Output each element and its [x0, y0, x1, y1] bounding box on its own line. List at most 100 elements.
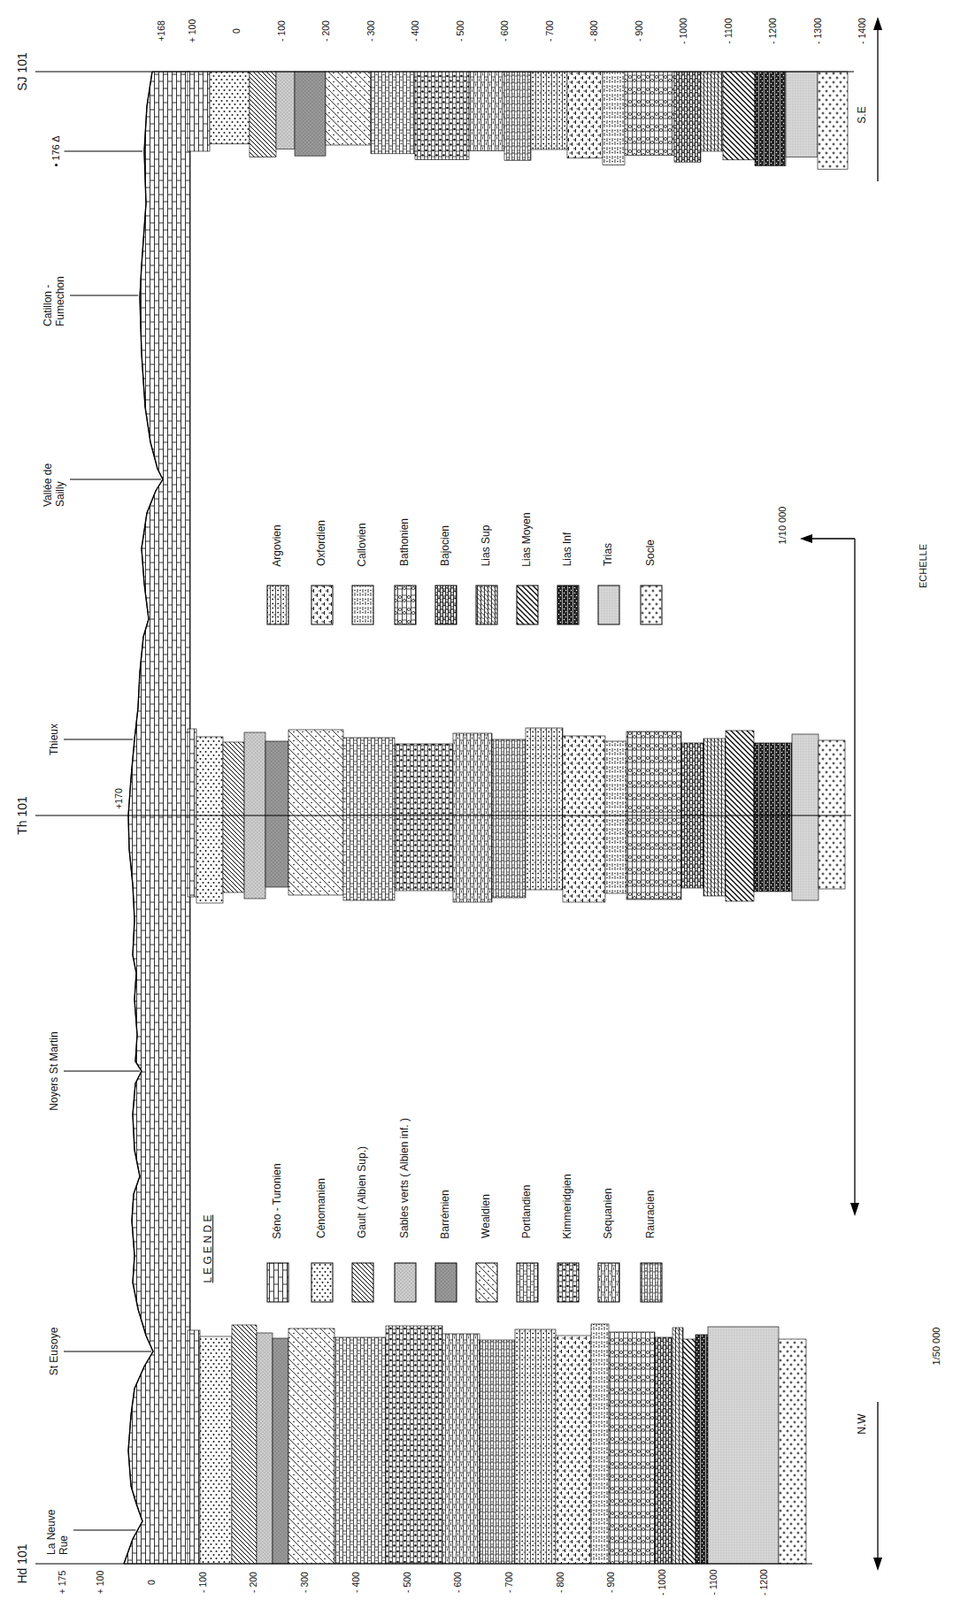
legend-swatch — [598, 1263, 620, 1303]
stratum — [562, 736, 606, 903]
legend-swatch — [640, 585, 662, 625]
ticks-and-swatches — [63, 151, 662, 1531]
depth-label: - 400 — [350, 1572, 362, 1594]
place-name: Thieux — [48, 723, 62, 756]
depth-label: + 175 — [56, 1571, 68, 1596]
stratum — [591, 1324, 609, 1565]
stratum — [791, 734, 819, 901]
place-name: Vallée de Sailly — [42, 452, 68, 508]
stratum — [602, 71, 625, 166]
depth-label: - 1000 — [677, 17, 689, 45]
strata — [123, 71, 848, 1565]
legend-text: Barrémien — [439, 1190, 453, 1239]
legend-text: Séno - Turonien — [271, 1163, 285, 1239]
stratum — [256, 1333, 273, 1565]
legend-text: Bathonien — [399, 518, 412, 567]
arrow-head — [873, 16, 883, 31]
well-name: Hd 101 — [15, 1544, 30, 1584]
legend-text: Oxfordien — [315, 520, 329, 567]
legend-text: Rauracien — [645, 1190, 658, 1239]
stratum — [525, 728, 563, 891]
leader-line — [69, 295, 139, 297]
stratum — [700, 71, 723, 152]
stratum — [415, 71, 469, 161]
direction-label: N.W — [856, 1414, 869, 1435]
legend-text: Sequanien — [602, 1188, 615, 1239]
scale-title: ECHELLE — [917, 544, 930, 589]
arrow-head — [850, 1203, 860, 1217]
leader-line — [73, 1530, 137, 1532]
legend-text: Lias Moyen — [521, 512, 534, 567]
stratum — [385, 1326, 443, 1565]
stratum — [753, 743, 792, 892]
stratum — [818, 740, 846, 890]
legend-text: Bajocien — [439, 525, 453, 567]
leader-line — [69, 479, 162, 481]
legend-text: Gault ( Albien Sup.) — [356, 1146, 369, 1239]
legend-swatch — [311, 1263, 333, 1303]
depth-label: - 200 — [247, 1572, 259, 1594]
stratum — [468, 71, 505, 151]
stratum — [343, 737, 395, 901]
leader-line — [63, 739, 133, 741]
depth-label: - 1400 — [856, 17, 868, 45]
depth-label: - 300 — [299, 1572, 310, 1594]
stratum — [608, 1332, 655, 1565]
stratum — [683, 1339, 696, 1565]
depth-label: - 1200 — [767, 17, 778, 45]
depth-label: - 800 — [554, 1572, 566, 1594]
stratum — [817, 71, 848, 170]
legend-swatch — [435, 1263, 457, 1303]
stratum — [785, 71, 818, 157]
stratum — [672, 1328, 684, 1565]
legend-text: Portlandien — [521, 1184, 534, 1239]
scale-label: 1/10 000 — [776, 507, 789, 546]
legend-text: Lias Sup — [480, 524, 493, 567]
depth-label: - 600 — [452, 1572, 463, 1594]
legend-swatch — [435, 585, 457, 625]
stratum — [703, 738, 726, 897]
depth-label: - 1300 — [811, 17, 823, 45]
well-line — [35, 814, 852, 816]
stratum — [654, 1337, 673, 1565]
altitude-label: +170 — [113, 788, 124, 810]
depth-label: + 100 — [185, 19, 197, 44]
legend-heading: L E G E N D E — [202, 1215, 216, 1284]
stratum — [695, 1335, 708, 1565]
stratum — [453, 733, 492, 903]
depth-label: - 1200 — [758, 1569, 769, 1597]
stratum — [674, 71, 701, 162]
legend-swatch — [516, 585, 538, 625]
depth-label: - 800 — [588, 20, 600, 42]
stratum — [325, 71, 371, 146]
depth-label: - 900 — [632, 20, 644, 42]
depth-label: - 400 — [409, 20, 421, 42]
legend-text: Socle — [645, 539, 658, 567]
stratum — [778, 1339, 807, 1565]
well-name: SJ 101 — [15, 52, 30, 92]
stratum — [370, 71, 416, 154]
stratum — [394, 744, 454, 892]
legend-swatch — [557, 585, 579, 625]
legend-swatch — [598, 585, 620, 625]
depth-label: 0 — [146, 1580, 157, 1586]
depth-label: - 1100 — [722, 18, 733, 45]
depth-label: - 100 — [197, 1572, 208, 1594]
legend-swatch — [394, 1263, 416, 1303]
altitude-label: • 176 Δ — [50, 135, 62, 167]
depth-label: - 700 — [543, 20, 554, 42]
stratum — [265, 741, 289, 888]
depth-label: - 600 — [499, 20, 510, 42]
stratum — [514, 1329, 556, 1565]
depth-label: - 500 — [400, 1572, 412, 1594]
stratum — [196, 737, 223, 904]
stratum — [288, 1329, 335, 1565]
stratum — [722, 71, 755, 161]
stratum — [249, 71, 277, 158]
stratum — [222, 742, 245, 893]
depth-label: - 1100 — [707, 1570, 719, 1597]
depth-label: + 100 — [94, 1571, 106, 1596]
